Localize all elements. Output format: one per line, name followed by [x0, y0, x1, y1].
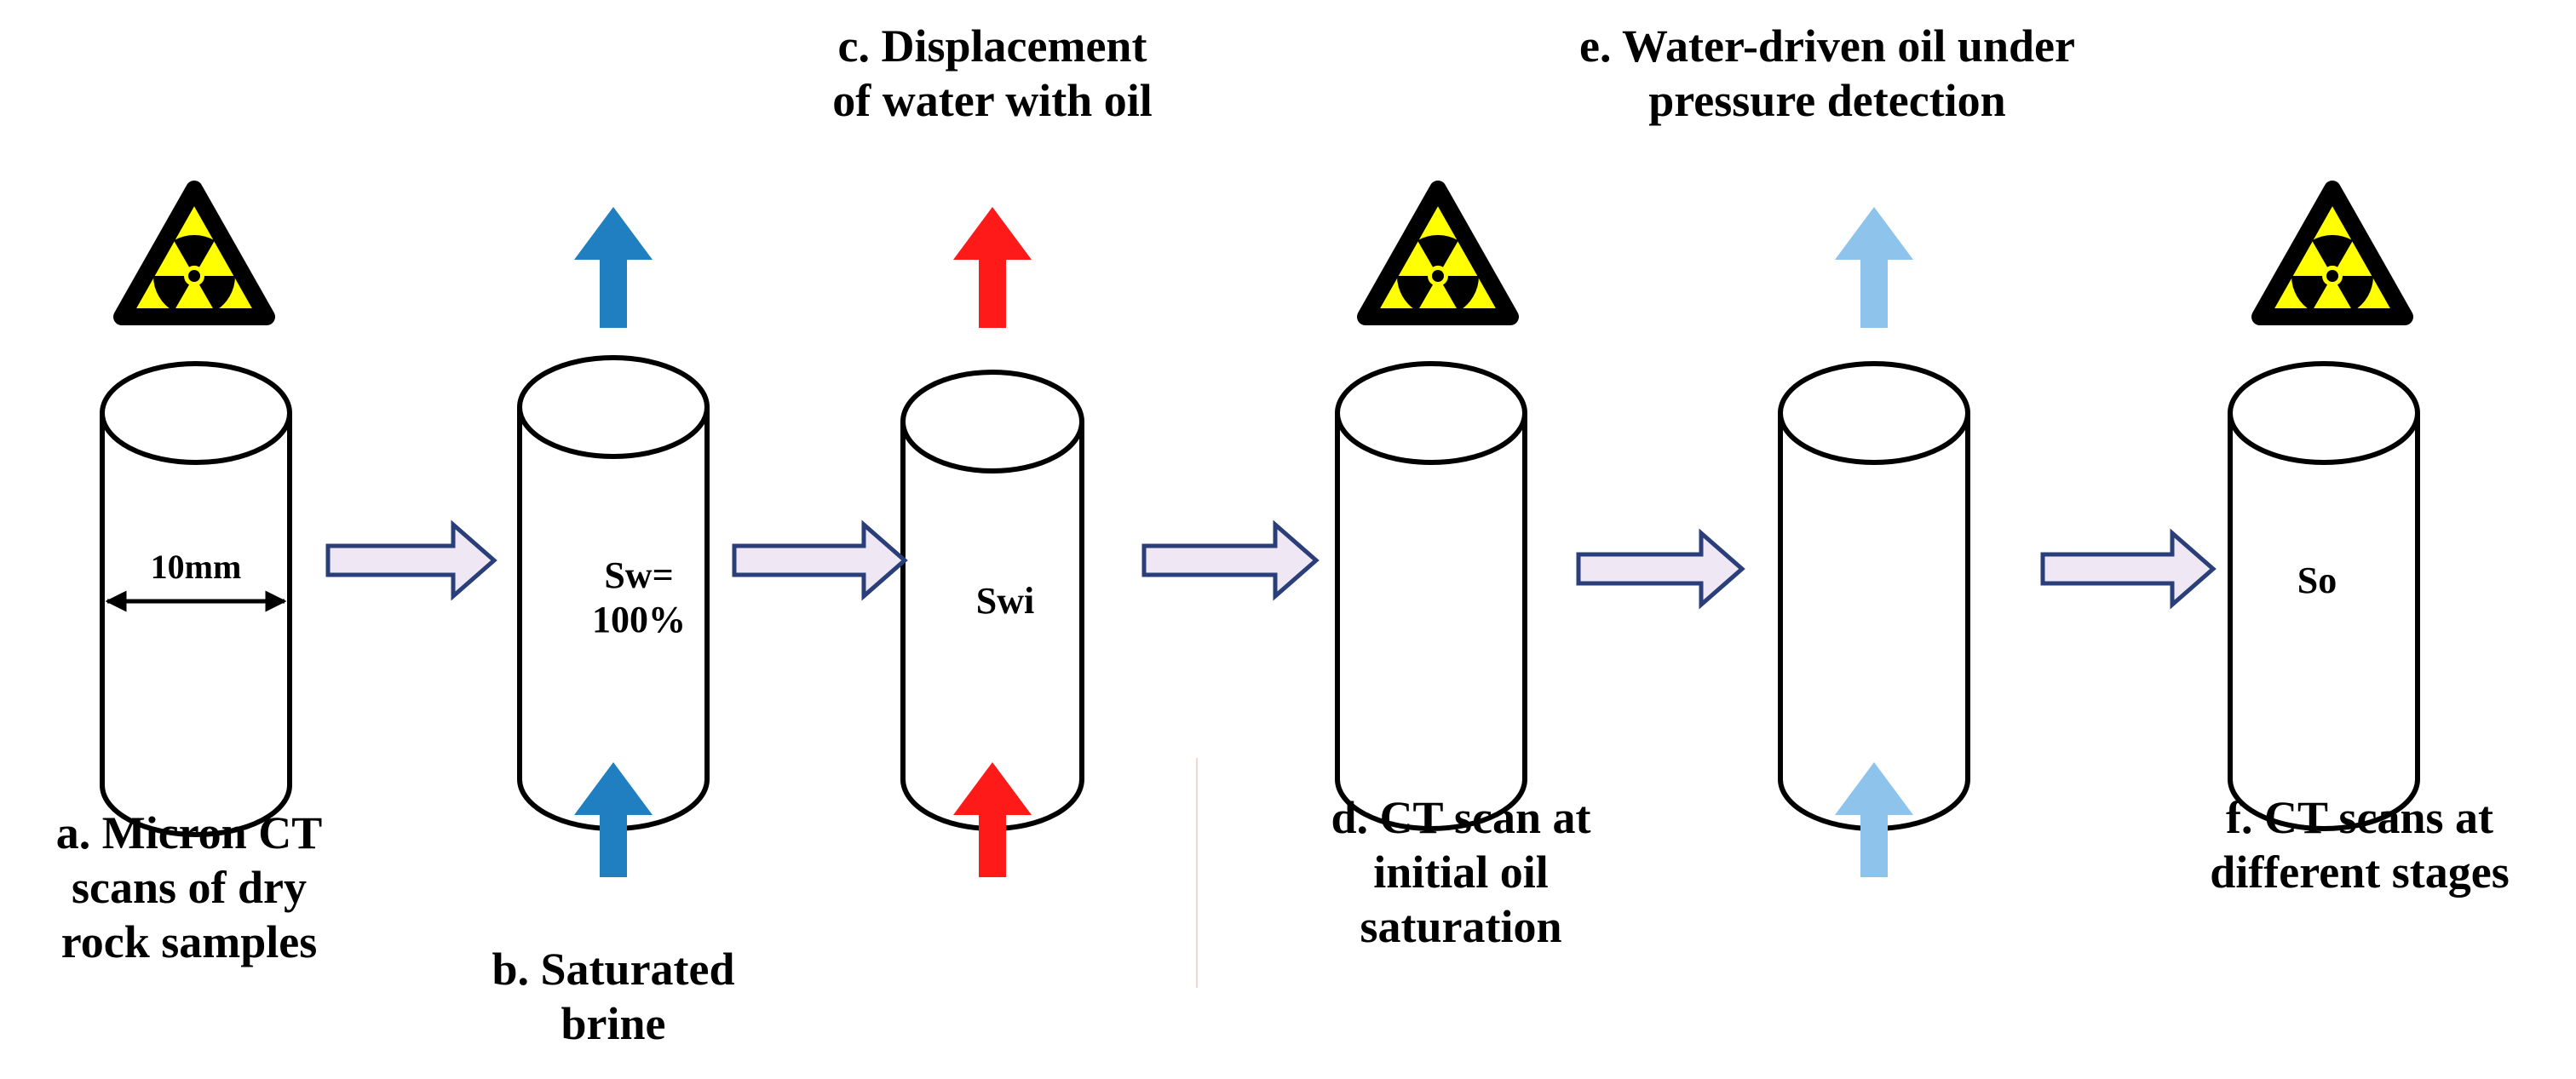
caption-line: saturation: [1360, 901, 1562, 952]
up-arrow-icon: [574, 207, 653, 328]
radiation-center: [188, 270, 200, 282]
cylinder-label-line: Sw=: [604, 554, 674, 596]
caption-step-e: e. Water-driven oil under pressure detec…: [1508, 19, 2147, 128]
caption-line: pressure detection: [1648, 75, 2006, 126]
cylinder-top: [1335, 361, 1527, 465]
right-arrow-icon: [1141, 519, 1320, 601]
caption-line: initial oil: [1373, 847, 1549, 898]
radiation-blade: [174, 235, 215, 267]
caption-line: scans of dry: [71, 862, 307, 913]
cylinder-top: [900, 370, 1084, 473]
cylinder-label-line: 100%: [592, 599, 686, 640]
caption-line: of water with oil: [832, 75, 1153, 126]
right-arrow-icon: [1576, 528, 1745, 610]
caption-line: b. Saturated: [492, 944, 735, 995]
cylinder-top: [517, 355, 710, 459]
cylinder-label-line: So: [2297, 560, 2337, 601]
radiation-blade: [1397, 276, 1433, 312]
cylinder-body: [100, 413, 292, 837]
right-arrow-icon: [2040, 528, 2217, 610]
cylinder-label-line: Swi: [975, 580, 1035, 622]
radiation-center: [2326, 270, 2338, 282]
cylinder-body: [2228, 413, 2420, 831]
caption-step-a: a. Micron CT scans of dry rock samples: [2, 806, 377, 969]
caption-line: rock samples: [60, 916, 318, 967]
up-arrow-icon: [953, 207, 1032, 328]
caption-step-c: c. Displacement of water with oil: [750, 19, 1235, 128]
step-b: [517, 207, 710, 877]
radiation-blade: [199, 276, 235, 312]
cylinder-label-f: So: [2232, 559, 2402, 603]
caption-line: c. Displacement: [837, 20, 1147, 72]
step-c: [900, 207, 1084, 877]
caption-line: different stages: [2210, 847, 2510, 898]
caption-line: e. Water-driven oil under: [1579, 20, 2075, 72]
caption-line: d. CT scan at: [1331, 792, 1591, 843]
step-a: [100, 181, 292, 837]
caption-step-d: d. CT scan at initial oil saturation: [1256, 790, 1665, 954]
up-arrow-icon: [574, 762, 653, 877]
cylinder-top: [100, 361, 292, 465]
radiation-blade: [2312, 235, 2353, 267]
step-d: [1335, 181, 1527, 831]
cylinder-label-b: Sw= 100%: [545, 554, 733, 642]
dimension-label: 10mm: [150, 548, 242, 586]
radiation-center: [1432, 270, 1444, 282]
cylinder-top: [1778, 361, 1970, 465]
cylinder-top: [2228, 361, 2420, 465]
radiation-blade: [1443, 276, 1479, 312]
up-arrow-icon: [1835, 207, 1913, 328]
caption-line: a. Micron CT: [55, 807, 323, 858]
cylinder-body: [1335, 413, 1527, 831]
caption-line: f. CT scans at: [2225, 792, 2494, 843]
step-e: [1778, 207, 1970, 877]
radiation-blade: [1417, 235, 1458, 267]
step-f: [2228, 181, 2420, 831]
caption-line: brine: [561, 998, 666, 1049]
up-arrow-icon: [1835, 762, 1913, 877]
radiation-blade: [2291, 276, 2327, 312]
up-arrow-icon: [953, 762, 1032, 877]
caption-step-b: b. Saturated brine: [443, 942, 784, 1051]
right-arrow-icon: [732, 519, 908, 601]
radiation-blade: [153, 276, 189, 312]
caption-step-f: f. CT scans at different stages: [2147, 790, 2573, 899]
right-arrow-icon: [325, 519, 497, 601]
cylinder-label-c: Swi: [920, 579, 1090, 623]
radiation-blade: [2337, 276, 2373, 312]
